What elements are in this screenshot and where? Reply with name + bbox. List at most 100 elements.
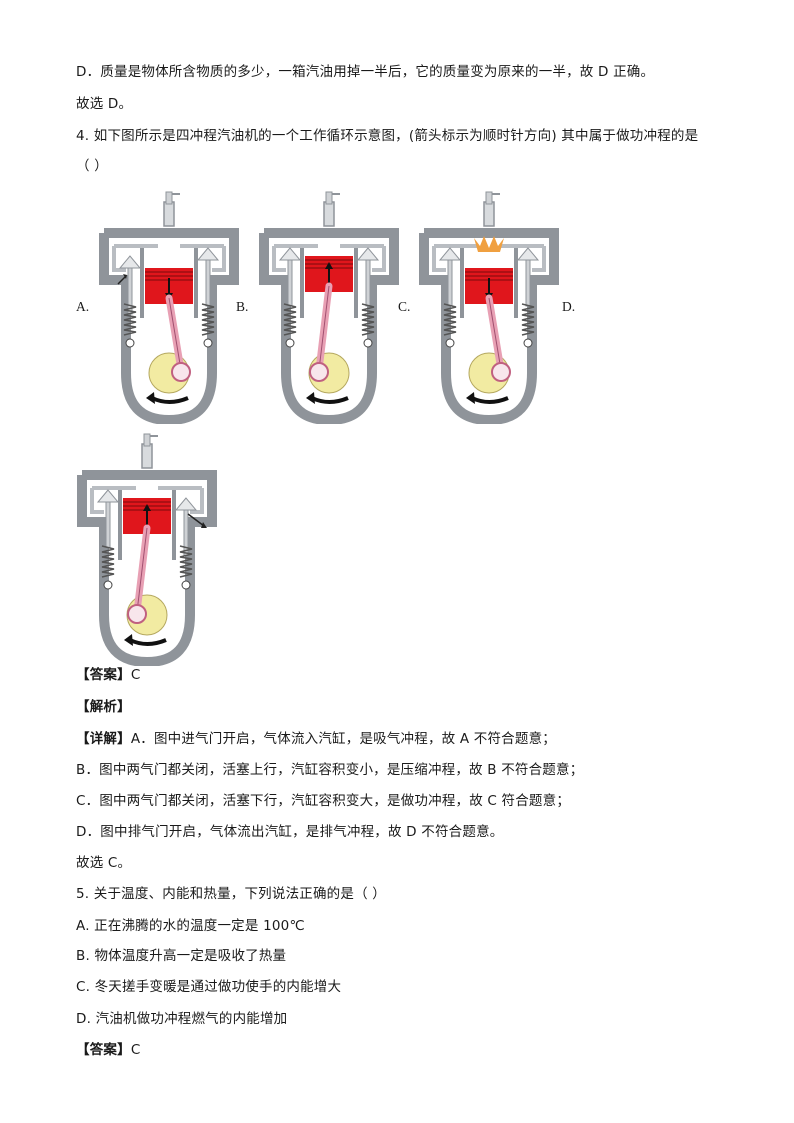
connecting-rod-center	[168, 297, 182, 371]
spark-plug	[141, 443, 153, 469]
intake-valve-head	[438, 247, 462, 261]
intake-valve-stem	[127, 267, 133, 315]
spark-plug-terminal	[165, 191, 173, 205]
intake-valve-head	[278, 247, 302, 261]
figure-label-d: D.	[562, 299, 576, 314]
exhaust-flow-arrow-head	[201, 522, 207, 528]
spark-plug-terminal	[325, 191, 333, 205]
intake-valve-spring	[101, 545, 115, 578]
cylinder-wall-left	[140, 248, 144, 318]
engine-diagram-d	[77, 433, 217, 666]
figure-label-b: B.	[236, 299, 249, 314]
q4-answer-tag: 【答案】	[76, 667, 131, 683]
exhaust-valve-head	[174, 497, 198, 511]
prev-option-d-explanation: D．质量是物体所含物质的多少，一箱汽油用掉一半后，它的质量变为原来的一半，故 D…	[76, 64, 655, 80]
exhaust-valve-head	[196, 247, 220, 261]
crank-pin	[127, 604, 147, 624]
intake-valve-stem	[287, 259, 293, 307]
cylinder-wall-right	[354, 248, 358, 318]
q5-option-c: C. 冬天搓手变暖是通过做功使手的内能增大	[76, 979, 342, 995]
spark-plug-terminal	[485, 191, 493, 205]
intake-exhaust-ports	[90, 486, 204, 514]
intake-valve-spring	[443, 303, 457, 336]
exhaust-valve-head	[356, 247, 380, 261]
q4-detail-d: D．图中排气门开启，气体流出汽缸，是排气冲程，故 D 不符合题意。	[76, 824, 504, 840]
intake-valve-stem	[447, 259, 453, 307]
q4-detail-c: C．图中两气门都关闭，活塞下行，汽缸容积变大，是做功冲程，故 C 符合题意；	[76, 793, 571, 809]
intake-valve-stem	[105, 501, 111, 549]
exhaust-valve-spring	[201, 303, 215, 336]
intake-valve-head	[96, 489, 120, 503]
rotation-arrow-head	[466, 392, 475, 404]
exhaust-flow-arrow	[187, 513, 205, 527]
intake-cam	[445, 338, 455, 348]
cylinder-head	[419, 228, 559, 323]
q4-detail-b: B．图中两气门都关闭，活塞上行，汽缸容积变小，是压缩冲程，故 B 不符合题意；	[76, 762, 584, 778]
connecting-rod-center	[318, 285, 330, 371]
cylinder-wall-left	[118, 490, 122, 560]
q4-detail-tag: 【详解】	[76, 731, 131, 747]
q5-stem: 5. 关于温度、内能和热量，下列说法正确的是（ ）	[76, 886, 386, 902]
rotation-arrow	[311, 396, 349, 404]
q4-answer-blank: （ ）	[76, 158, 108, 174]
spark-plug-terminal	[143, 433, 151, 447]
rotation-arrow-head	[124, 634, 133, 646]
figure-label-a: A.	[76, 299, 90, 314]
exhaust-valve-spring	[521, 303, 535, 336]
prev-choose: 故选 D。	[76, 96, 133, 112]
spark-plug	[483, 201, 495, 227]
intake-exhaust-ports	[112, 244, 226, 272]
intake-exhaust-ports	[272, 244, 386, 272]
rotation-arrow-head	[146, 392, 155, 404]
exhaust-valve-stem	[205, 259, 211, 307]
cylinder-head	[77, 470, 217, 565]
q4-answer-value: C	[130, 667, 141, 683]
exhaust-cam	[363, 338, 373, 348]
crank-pin	[491, 362, 511, 382]
q5-answer-value: C	[130, 1042, 141, 1058]
engine-diagram-c	[419, 191, 559, 424]
exhaust-cam	[203, 338, 213, 348]
exhaust-valve-spring	[361, 303, 375, 336]
engine-diagram-b	[259, 191, 399, 424]
exhaust-valve-stem	[525, 259, 531, 307]
q4-stem: 4. 如下图所示是四冲程汽油机的一个工作循环示意图，(箭头标示为顺时针方向) 其…	[76, 128, 699, 144]
q5-option-b: B. 物体温度升高一定是吸收了热量	[76, 948, 287, 964]
rotation-arrow	[129, 638, 167, 646]
cylinder-wall-left	[460, 248, 464, 318]
intake-cam	[285, 338, 295, 348]
intake-exhaust-ports	[432, 244, 546, 272]
q5-option-a: A. 正在沸腾的水的温度一定是 100℃	[76, 918, 305, 934]
exhaust-cam	[181, 580, 191, 590]
connecting-rod-center	[488, 297, 502, 371]
intake-flow-arrow	[117, 275, 127, 285]
intake-cam	[125, 338, 135, 348]
intake-flow-arrow-head	[123, 274, 127, 279]
q4-answer-line: 【答案】C	[76, 665, 140, 685]
cylinder-wall-right	[172, 490, 176, 560]
piston-direction-arrow-head	[325, 262, 333, 269]
cylinder-wall-right	[194, 248, 198, 318]
cylinder-wall-left	[300, 248, 304, 318]
crank-pin	[171, 362, 191, 382]
rotation-arrow	[471, 396, 509, 404]
intake-valve-head	[118, 255, 142, 269]
exhaust-valve-spring	[179, 545, 193, 578]
cylinder-wall-right	[514, 248, 518, 318]
exhaust-cam	[523, 338, 533, 348]
cylinder-head	[99, 228, 239, 323]
q4-detail-a-line: 【详解】A．图中进气门开启，气体流入汽缸，是吸气冲程，故 A 不符合题意；	[76, 729, 556, 749]
intake-valve-spring	[123, 303, 137, 336]
q4-choose: 故选 C。	[76, 855, 132, 871]
exhaust-valve-head	[516, 247, 540, 261]
intake-valve-spring	[283, 303, 297, 336]
q4-detail-a: A．图中进气门开启，气体流入汽缸，是吸气冲程，故 A 不符合题意；	[130, 731, 556, 747]
crank-pin	[309, 362, 329, 382]
exhaust-valve-stem	[183, 509, 189, 557]
engine-diagram-a	[99, 191, 239, 424]
rotation-arrow	[151, 396, 189, 404]
rotation-arrow-head	[306, 392, 315, 404]
spark-plug	[163, 201, 175, 227]
piston-direction-arrow-head	[143, 504, 151, 511]
connecting-rod-center	[136, 527, 148, 613]
